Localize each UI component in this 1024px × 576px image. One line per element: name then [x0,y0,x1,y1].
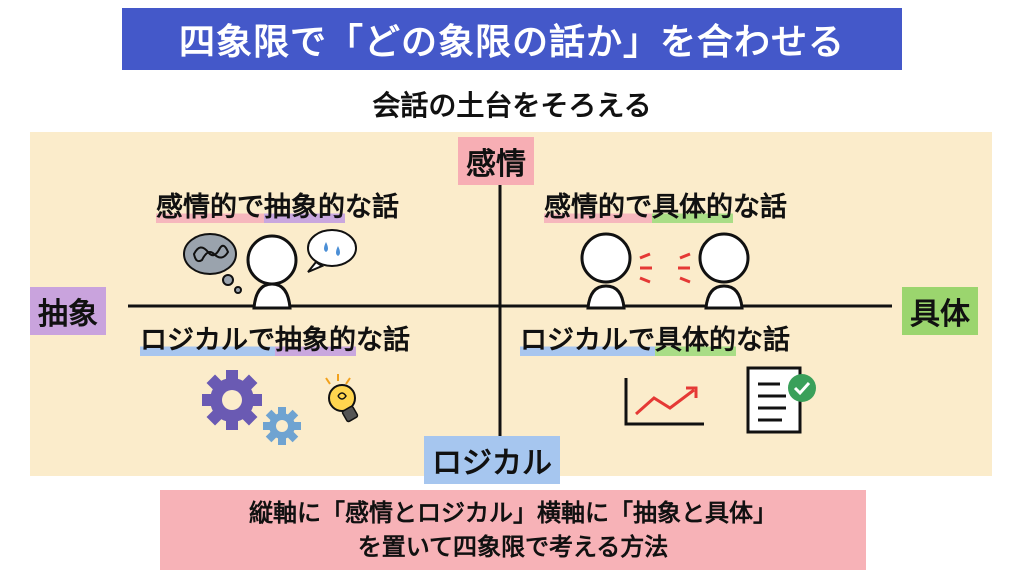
quadrant-panel [30,132,992,476]
quadrant-label-part: な話 [345,192,399,223]
quadrant-label-part: 感情的で [156,192,264,223]
summary-line-1: 縦軸に「感情とロジカル」横軸に「抽象と具体」 [249,499,777,527]
quadrant-label-part: 抽象的 [264,192,345,223]
lightbulb-icon [325,374,359,423]
summary-box: 縦軸に「感情とロジカル」横軸に「抽象と具体」 を置いて四象限で考える方法 [160,490,866,570]
quadrant-label-part: 感情的で [544,192,652,223]
quadrant-label-part: ロジカルで [520,325,655,356]
page-title: 四象限で「どの象限の話か」を合わせる [122,8,902,70]
two-people-talking-icon [580,232,750,310]
quadrant-label-part: 抽象的 [275,325,356,356]
quadrant-label-part: 具体的 [652,192,733,223]
summary-line-2: を置いて四象限で考える方法 [357,533,669,561]
axis-label-concrete: 具体 [902,287,978,335]
quadrant-label-part: な話 [733,192,787,223]
gears-icon [202,370,301,445]
rising-chart-icon [624,378,704,426]
axis-label-emotion: 感情 [458,137,534,185]
quadrant-label-part: ロジカルで [140,325,275,356]
checked-document-icon [746,366,816,434]
quadrant-label-emotional-abstract: 感情的で抽象的な話 [156,185,399,224]
quadrant-label-part: な話 [356,325,410,356]
quadrant-label-logical-abstract: ロジカルで抽象的な話 [140,318,410,357]
axis-label-abstract: 抽象 [30,287,106,335]
quadrant-label-part: な話 [736,325,790,356]
thinking-person-icon [183,229,357,310]
subtitle: 会話の土台をそろえる [372,89,652,122]
quadrant-label-logical-concrete: ロジカルで具体的な話 [520,318,790,357]
quadrant-label-emotional-concrete: 感情的で具体的な話 [544,185,787,224]
quadrant-label-part: 具体的 [655,325,736,356]
axis-label-logical: ロジカル [424,436,560,484]
